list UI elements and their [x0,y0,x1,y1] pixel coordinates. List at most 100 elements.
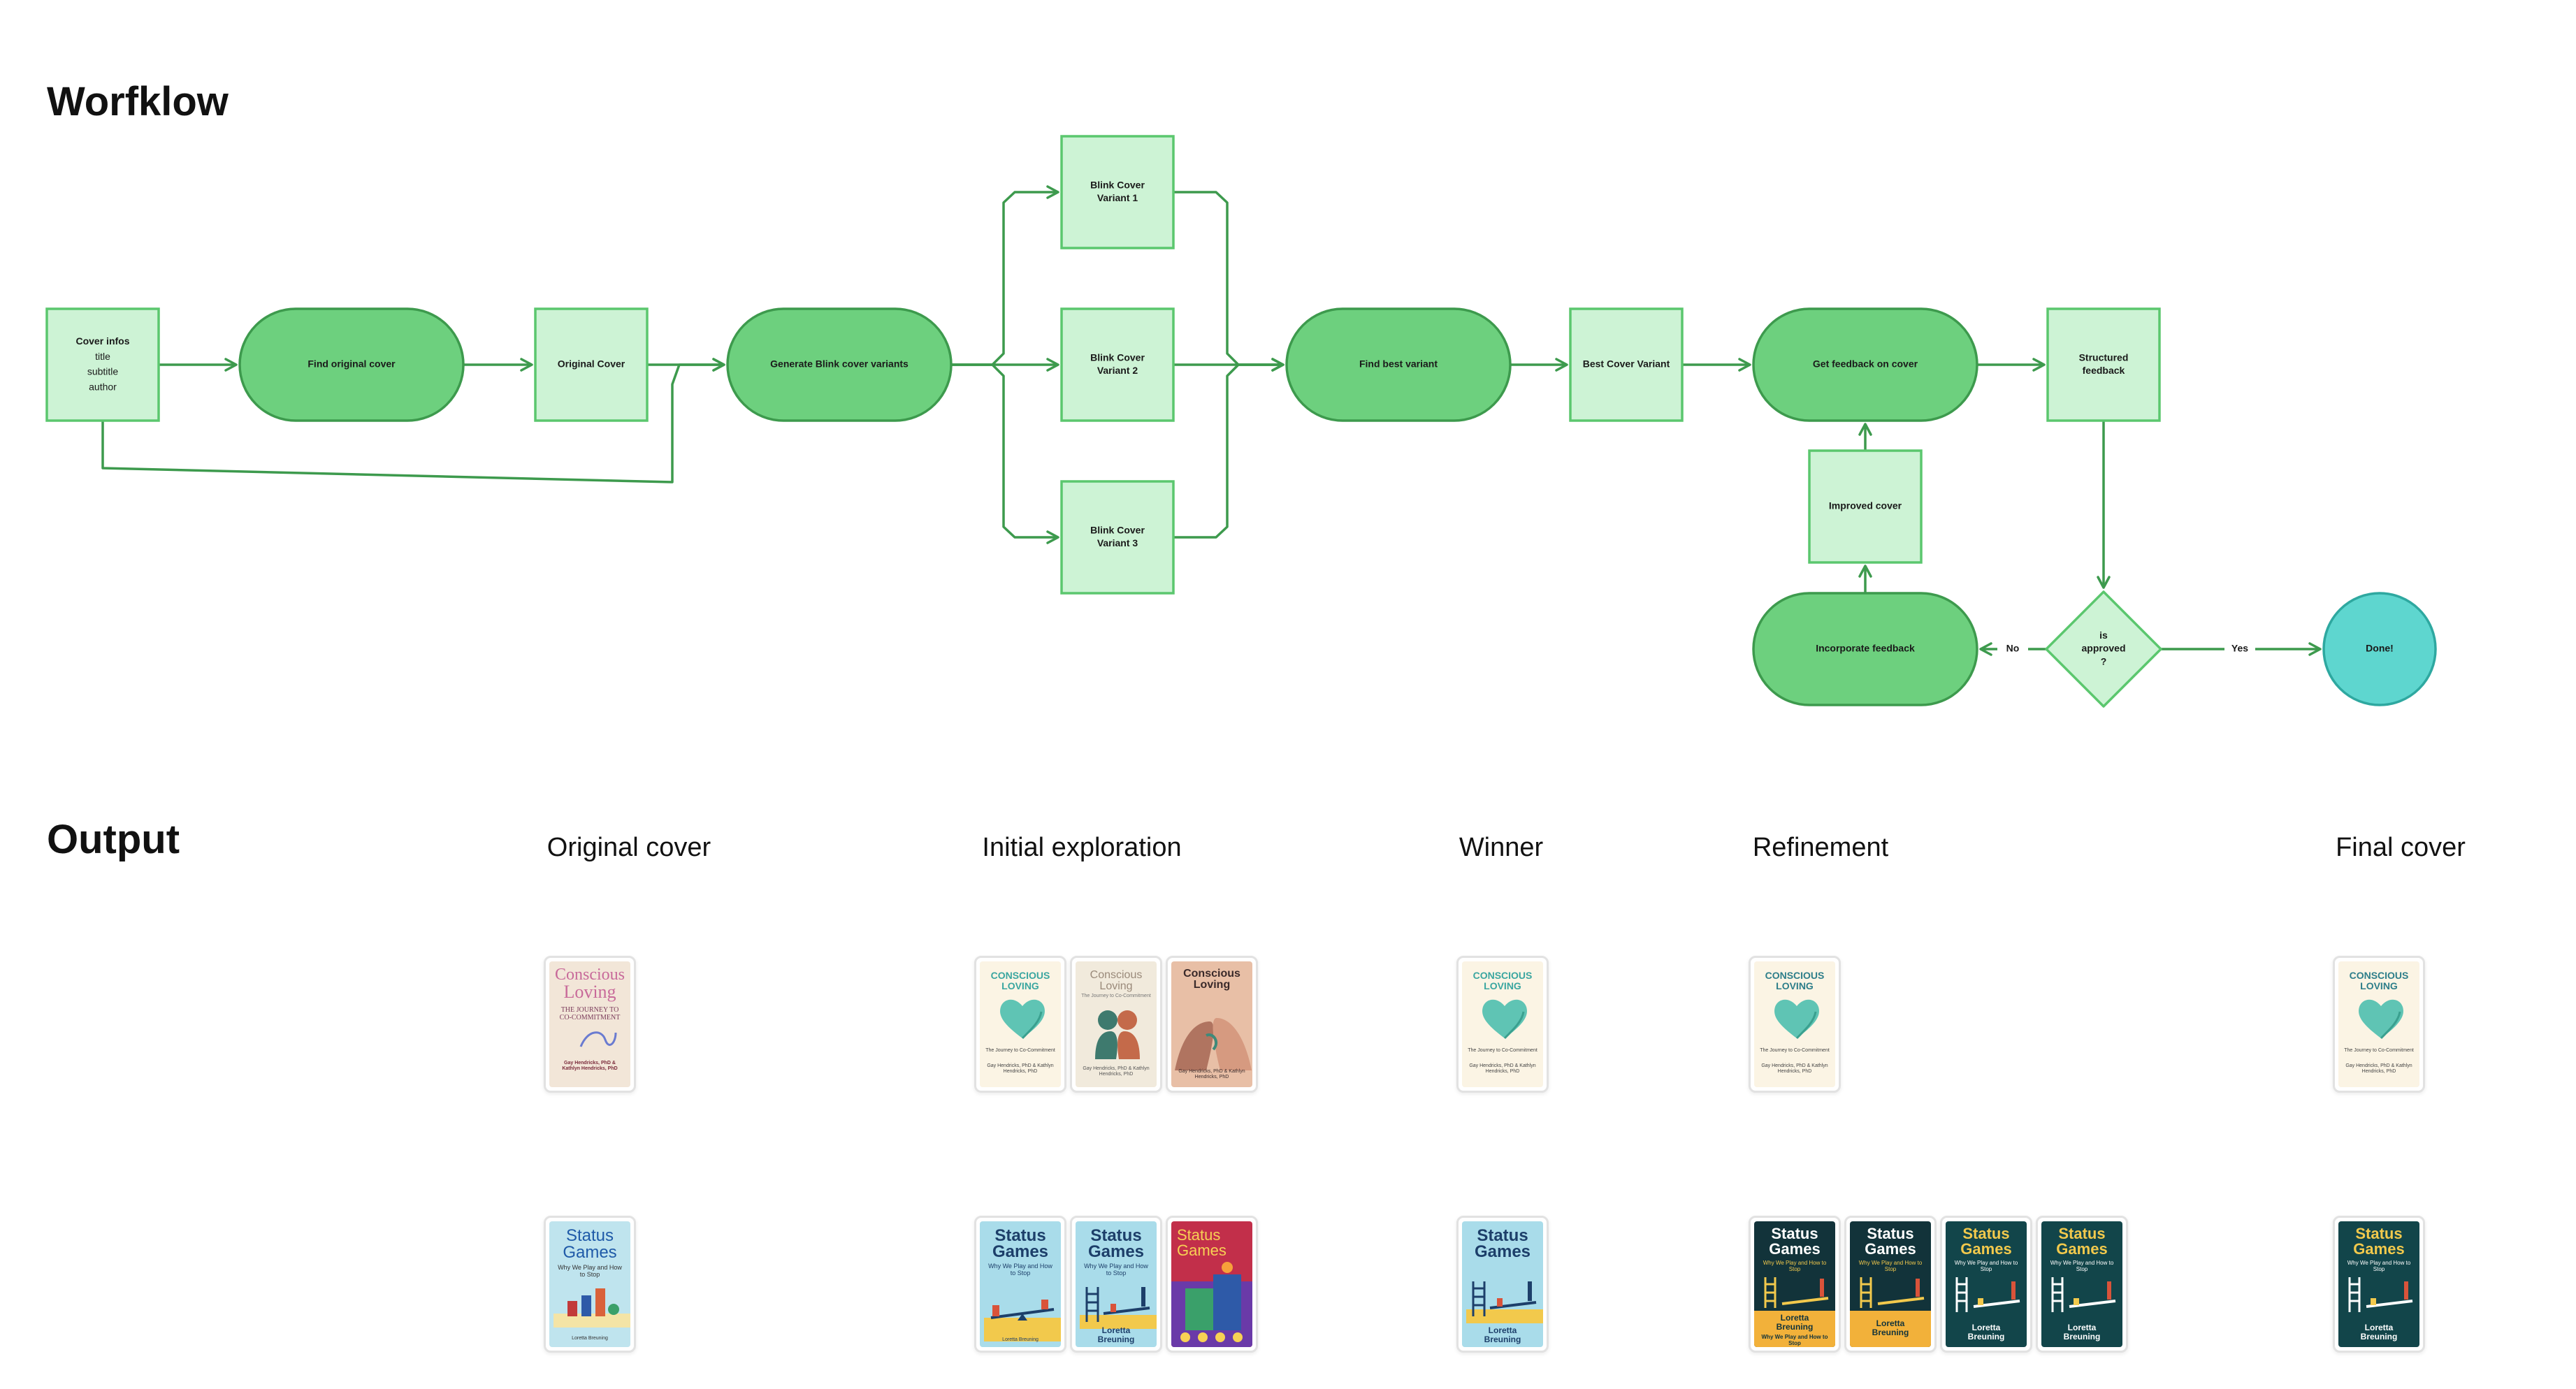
node-label: approved [2081,643,2125,654]
cover-thumbnail[interactable]: CONSCIOUS LOVING The Journey to Co-Commi… [974,956,1066,1093]
cover-thumbnail[interactable]: CONSCIOUS LOVING The Journey to Co-Commi… [2333,956,2425,1093]
cover-author: Loretta [1101,1325,1131,1335]
cover-subtitle: The Journey to Co-Commitment [1760,1048,1830,1053]
cover-author: Breuning [1484,1335,1521,1344]
find-best-variant-step[interactable]: Find best variant [1285,307,1512,422]
heart-illustration [1000,999,1045,1040]
node-label: Cover infos [75,335,129,347]
cover-author: Breuning [1872,1328,1909,1337]
original-cover-box[interactable]: Original Cover [534,307,649,422]
cover-thumbnail[interactable]: Status Games Loretta Breuning [1456,1216,1549,1353]
cover-title: Status [1867,1225,1914,1242]
cover-subtitle: Why We Play and How to Stop [1954,1260,2018,1272]
cover-subtitle: Why We Play and How to Stop [1858,1260,1923,1272]
cover-thumbnail[interactable]: CONSCIOUS LOVING The Journey to Co-Commi… [1749,956,1841,1093]
node-label: feedback [2083,365,2125,376]
cover-author: Loretta [2364,1323,2394,1332]
node-label: Blink Cover [1090,179,1145,190]
cover-thumbnail[interactable]: Status Games Why We Play and How to Stop… [1749,1216,1841,1353]
edge-generate-to-v1 [951,185,1059,366]
ladder-seesaw-illustration [1466,1281,1543,1323]
node-shape [2046,307,2161,422]
cover-thumbnail[interactable]: Status Games [1166,1216,1258,1353]
cover-title: Loving [1193,979,1231,991]
cover-authors: Loretta Breuning [572,1336,608,1341]
find-original-cover-step[interactable]: Find original cover [238,307,465,422]
seesaw-illustration [984,1300,1061,1341]
node-label: Generate Blink cover variants [770,358,909,370]
cover-thumbnail[interactable]: Status Games Why We Play and How to Stop… [2333,1216,2425,1353]
edge-label-bg [1997,641,2028,657]
cover-author: Loretta [1780,1313,1809,1323]
portrait-illustration [1175,1018,1252,1070]
status-original-cover: Status Games Why We Play and How to Stop… [549,1221,630,1347]
cover-title: Games [1474,1242,1531,1261]
column-title-exploration: Initial exploration [982,833,1182,862]
cover-title: Status [1771,1225,1818,1242]
cover-thumbnail[interactable]: Conscious Loving THE JOURNEY TO CO-COMMI… [544,956,636,1093]
cover-author: Breuning [1097,1335,1135,1344]
cover-subtitle: Why We Play and How to Stop [988,1263,1052,1277]
cover-thumbnail[interactable]: CONSCIOUS LOVING The Journey to Co-Commi… [1456,956,1549,1093]
status-final-cover: Status Games Why We Play and How to Stop… [2338,1221,2419,1347]
cover-authors: Gay Hendricks, PhD & Kathlyn Hendricks, … [1761,1063,1828,1074]
edge-infos-bypass [101,358,725,483]
ladder-seesaw-illustration [1860,1277,1925,1308]
best-variant-box[interactable]: Best Cover Variant [1569,307,1684,422]
podium-illustration [1171,1262,1252,1347]
cover-title: Games [2353,1240,2405,1258]
cover-subtitle: Why We Play and How to Stop [558,1264,622,1278]
node-label: Blink Cover [1090,524,1145,535]
node-shape [238,307,465,422]
cover-thumbnail[interactable]: Status Games Why We Play and How to Stop… [544,1216,636,1353]
cover-title: Games [1960,1240,2012,1258]
cover-subtitle: Why We Play and How to Stop [1084,1263,1148,1277]
swirl-illustration [579,1031,617,1047]
cover-title: Status [1177,1226,1221,1244]
cover-subtitle: The Journey to Co-Commitment [985,1048,1055,1053]
edge-label-yes: Yes [2231,643,2248,654]
done-terminal[interactable]: Done! [2322,592,2437,706]
cover-thumbnail[interactable]: Status Games Why We Play and How to Stop… [974,1216,1066,1353]
cover-title: LOVING [1001,980,1039,991]
improved-cover-box[interactable]: Improved cover [1808,449,1923,564]
ladder-seesaw-illustration [1955,1277,2020,1312]
node-label: Improved cover [1829,500,1902,511]
cover-title: Loving [1099,980,1133,992]
get-feedback-step[interactable]: Get feedback on cover [1752,307,1978,422]
cover-thumbnail[interactable]: Status Games Why We Play and How to Stop… [1940,1216,2032,1353]
cover-thumbnail[interactable]: Status Games Why We Play and How to Stop… [1844,1216,1937,1353]
node-shape [2045,590,2162,708]
cover-thumbnail[interactable]: Conscious Loving Gay Hendricks, PhD & Ka… [1166,956,1258,1093]
cover-title: LOVING [2360,980,2398,991]
node-shape [1808,449,1923,564]
node-label: Find original cover [307,358,396,370]
cover-thumbnail[interactable]: Conscious Loving The Journey to Co-Commi… [1070,956,1162,1093]
cover-thumbnail[interactable]: Status Games Why We Play and How to Stop… [2036,1216,2128,1353]
cover-subtitle: Why We Play and How to Stop [1761,1334,1828,1346]
node-label: Incorporate feedback [1816,643,1915,654]
node-label: Variant 1 [1097,192,1138,203]
cover-thumbnail[interactable]: Status Games Why We Play and How to Stop… [1070,1216,1162,1353]
cover-author: Loretta [1971,1323,2001,1332]
cover-authors: Gay Hendricks, PhD & Kathlyn Hendricks, … [987,1063,1054,1074]
cover-title: Games [1177,1242,1227,1259]
node-label: Variant 2 [1097,365,1138,376]
cover-title: Status [1962,1225,2010,1242]
conscious-variant-faces: Conscious Loving The Journey to Co-Commi… [1076,961,1157,1087]
node-shape [45,307,160,422]
incorporate-feedback-step[interactable]: Incorporate feedback [1752,592,1978,706]
status-winner-cover: Status Games Loretta Breuning [1462,1221,1543,1347]
cover-title: Games [1087,1242,1145,1261]
generate-variants-step[interactable]: Generate Blink cover variants [726,307,953,422]
node-shape [1060,480,1175,595]
cover-title: Status [1090,1226,1142,1245]
faces-illustration [1095,1010,1140,1059]
node-shape [1060,135,1175,249]
